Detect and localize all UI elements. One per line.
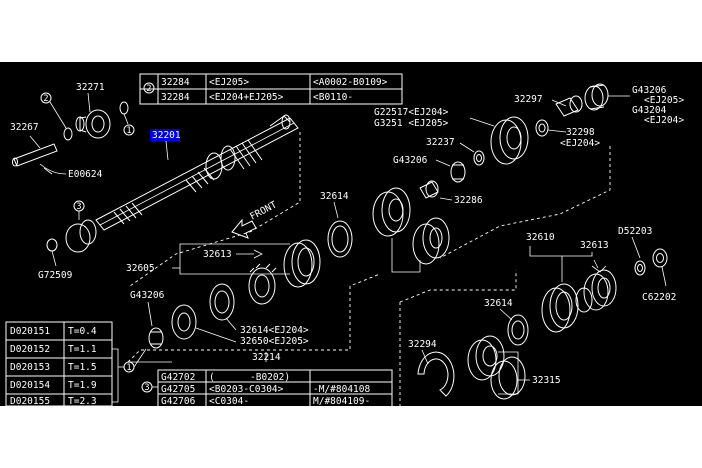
label-32614b[interactable]: 32614<EJ204> <box>240 325 309 336</box>
synchro-group-32605: 32605 32613 <box>126 239 321 305</box>
callout-1b[interactable]: 1 <box>126 363 131 373</box>
callout-3b[interactable]: 3 <box>144 383 149 393</box>
btm-r1-part[interactable]: G42702 <box>161 372 195 383</box>
btm-r1-from: ( <box>209 372 215 383</box>
thick-r1-t: T=0.4 <box>68 326 97 337</box>
label-32613a[interactable]: 32613 <box>203 249 232 260</box>
label-G43204[interactable]: G43204 <box>632 105 667 116</box>
label-C62202[interactable]: C62202 <box>642 292 676 303</box>
label-32294[interactable]: 32294 <box>408 339 437 350</box>
label-32237[interactable]: 32237 <box>426 137 455 148</box>
btm-r2-part[interactable]: G42705 <box>161 384 195 395</box>
label-32271[interactable]: 32271 <box>76 82 105 93</box>
thick-r5-t: T=2.3 <box>68 396 97 406</box>
callout-3a[interactable]: 3 <box>76 202 81 212</box>
top-table-r1-engine: <EJ205> <box>209 77 249 88</box>
thick-r1-part[interactable]: D020151 <box>10 326 50 337</box>
label-G43206c[interactable]: G43206 <box>632 85 667 96</box>
top-spec-table: 2 32284 <EJ205> <A0002-B0109> 32284 <EJ2… <box>139 73 403 105</box>
input-gear-group: 32271 1 2 32267 E00624 <box>10 82 135 180</box>
top-table-r2-range: <B0110- <box>313 92 353 103</box>
label-32298-ej204: <EJ204> <box>560 138 600 149</box>
right-synchro-cluster: 32610 32613 D52203 C62202 32614 <box>399 226 676 406</box>
top-table-r2-engine: <EJ204+EJ205> <box>209 92 284 103</box>
label-G43204-ej204: <EJ204> <box>644 115 684 126</box>
label-32286[interactable]: 32286 <box>454 195 483 206</box>
thick-r2-part[interactable]: D020152 <box>10 344 50 355</box>
label-E00624[interactable]: E00624 <box>68 169 103 180</box>
btm-r2-model: -M/#804108 <box>313 384 370 395</box>
btm-r3-model: M/#804109- <box>313 396 370 406</box>
callout-2[interactable]: 2 <box>43 94 48 104</box>
label-32610[interactable]: 32610 <box>526 232 555 243</box>
front-label: FRONT <box>248 199 279 222</box>
center-gear-cluster: G22517<EJ204> G3251 <EJ205> 32237 G43206… <box>372 107 611 273</box>
transmission-parts-diagram: 2 32284 <EJ205> <A0002-B0109> 32284 <EJ2… <box>5 73 684 406</box>
top-table-r1-range: <A0002-B0109> <box>313 77 388 88</box>
label-G43206a[interactable]: G43206 <box>130 290 165 301</box>
top-right-cluster: 32297 G43206 <EJ205> G43204 <EJ204> 3229… <box>514 83 684 149</box>
label-32297[interactable]: 32297 <box>514 94 543 105</box>
label-D52203[interactable]: D52203 <box>618 226 652 237</box>
thick-r3-part[interactable]: D020153 <box>10 362 50 373</box>
bottom-spec-table: 3 G42702 ( -B0202) G42705 <B0203-C0304> … <box>141 369 393 406</box>
thick-r3-t: T=1.5 <box>68 362 97 373</box>
label-32201-selected[interactable]: 32201 <box>152 130 181 141</box>
label-32613b[interactable]: 32613 <box>580 240 609 251</box>
bottom-right-cluster: 32294 32315 <box>408 335 561 400</box>
top-table-callout: 2 <box>146 84 151 94</box>
label-G72509[interactable]: G72509 <box>38 270 73 281</box>
label-32315[interactable]: 32315 <box>532 375 561 386</box>
thickness-table: D020151 T=0.4 D020152 T=1.1 D020153 T=1.… <box>5 321 147 406</box>
thick-r2-t: T=1.1 <box>68 344 97 355</box>
label-G3251[interactable]: G3251 <EJ205> <box>374 118 449 129</box>
main-shaft-32201: 32201 <box>95 114 301 287</box>
parts-diagram-viewer: 2 32284 <EJ205> <A0002-B0109> 32284 <EJ2… <box>0 62 702 406</box>
btm-r1-to: -B0202) <box>250 372 290 383</box>
label-32614a[interactable]: 32614 <box>320 191 349 202</box>
label-G43206c-ej205: <EJ205> <box>644 95 684 106</box>
gear-group-32614: 32614 32614<EJ204> 32650<EJ205> G43206 3… <box>127 191 381 363</box>
btm-r2-range: <B0203-C0304> <box>209 384 284 395</box>
btm-r3-range: <C0304- <box>209 396 249 406</box>
bearing-G72509: 3 G72509 <box>38 200 97 281</box>
label-32298[interactable]: 32298 <box>566 127 595 138</box>
thick-r4-t: T=1.9 <box>68 380 97 391</box>
label-32614c[interactable]: 32614 <box>484 298 513 309</box>
thick-r4-part[interactable]: D020154 <box>10 380 50 391</box>
top-table-r1-part[interactable]: 32284 <box>161 77 190 88</box>
label-G22517[interactable]: G22517<EJ204> <box>374 107 449 118</box>
label-32650[interactable]: 32650<EJ205> <box>240 336 309 347</box>
label-G43206b[interactable]: G43206 <box>393 155 428 166</box>
label-32214[interactable]: 32214 <box>252 352 281 363</box>
label-32267[interactable]: 32267 <box>10 122 39 133</box>
callout-1a[interactable]: 1 <box>126 126 131 136</box>
thick-r5-part[interactable]: D020155 <box>10 396 50 406</box>
label-32605[interactable]: 32605 <box>126 263 155 274</box>
btm-r3-part[interactable]: G42706 <box>161 396 196 406</box>
top-table-r2-part[interactable]: 32284 <box>161 92 190 103</box>
